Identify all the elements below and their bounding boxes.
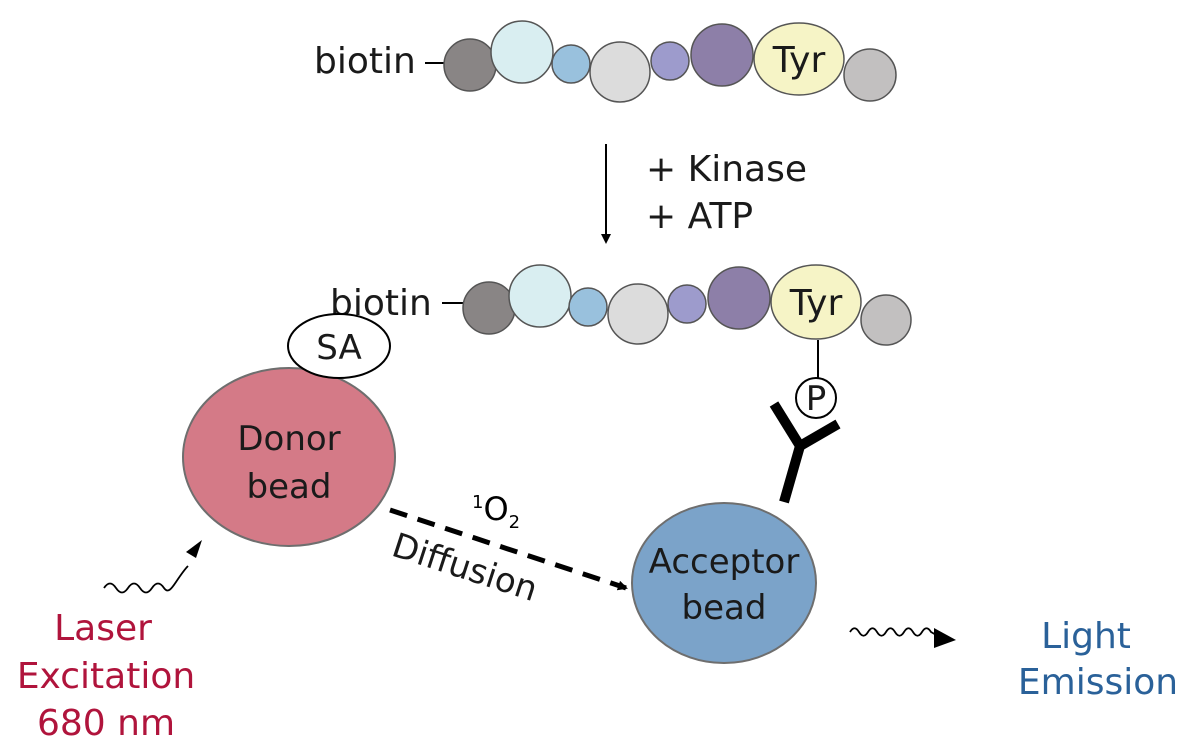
donor-bead-label-1: Donor xyxy=(237,419,340,459)
laser-label-2: Excitation xyxy=(17,656,195,697)
reaction-step: + Kinase + ATP xyxy=(601,144,807,244)
acceptor-bead-group: Acceptor bead xyxy=(631,502,817,664)
top-residue-4 xyxy=(589,41,651,103)
emission-arrowhead xyxy=(934,628,956,648)
top-residue-5 xyxy=(650,41,690,81)
diffusion-label: Diffusion xyxy=(387,526,542,610)
laser-label-1: Laser xyxy=(54,608,152,649)
top-residue-3 xyxy=(551,44,591,84)
streptavidin-label: SA xyxy=(316,328,361,368)
donor-bead xyxy=(182,367,396,547)
antibody-arm-left xyxy=(769,401,805,449)
singlet-oxygen-diffusion: 1O2 Diffusion xyxy=(387,490,628,610)
phosphate-circle xyxy=(795,377,837,419)
top-tyr-label: Tyr xyxy=(772,40,826,81)
top-residue-8 xyxy=(843,48,897,102)
bottom-peptide: biotin Tyr P xyxy=(330,264,912,419)
laser-excitation: Laser Excitation 680 nm xyxy=(17,540,202,744)
donor-bead-group: Donor bead xyxy=(182,367,396,547)
emission-wave xyxy=(849,627,939,637)
antibody-arm-right xyxy=(797,419,841,451)
singlet-oxygen-prefix: 1 xyxy=(472,492,483,513)
singlet-oxygen-subscript: 2 xyxy=(509,512,520,533)
emission-label-2: Emission xyxy=(1018,662,1178,703)
singlet-oxygen-label: 1O2 xyxy=(472,490,520,533)
laser-arrowhead xyxy=(186,540,202,558)
acceptor-bead-label-1: Acceptor xyxy=(649,542,800,582)
donor-bead-label-2: bead xyxy=(247,467,332,507)
top-biotin-label: biotin xyxy=(314,41,416,82)
top-residue-6 xyxy=(690,23,754,87)
phosphate-label: P xyxy=(806,379,827,419)
streptavidin-group: SA xyxy=(287,313,391,379)
bottom-residue-tyr xyxy=(770,264,862,340)
top-residue-tyr xyxy=(753,22,845,96)
bottom-residue-3 xyxy=(568,287,608,327)
emission-label-1: Light xyxy=(1041,616,1131,657)
top-peptide: biotin Tyr xyxy=(314,20,897,103)
singlet-oxygen-symbol: O xyxy=(483,490,508,528)
top-residue-1 xyxy=(443,38,497,92)
laser-label-3: 680 nm xyxy=(37,703,175,744)
reaction-kinase-label: + Kinase xyxy=(646,149,807,190)
diffusion-arrow xyxy=(389,507,628,591)
bottom-residue-1 xyxy=(462,281,516,335)
laser-wave xyxy=(103,565,189,594)
acceptor-bead xyxy=(631,502,817,664)
reaction-atp-label: + ATP xyxy=(646,196,753,237)
bottom-residue-2 xyxy=(508,264,572,328)
bottom-residue-4 xyxy=(607,283,669,345)
light-emission: Light Emission xyxy=(849,616,1178,703)
acceptor-bead-label-2: bead xyxy=(682,588,767,628)
antibody xyxy=(769,401,841,504)
top-residue-2 xyxy=(490,20,554,84)
bottom-residue-5 xyxy=(667,284,707,324)
streptavidin xyxy=(287,313,391,379)
antibody-stem xyxy=(779,444,805,504)
bottom-residue-6 xyxy=(707,266,771,330)
bottom-residue-8 xyxy=(860,294,912,346)
bottom-tyr-label: Tyr xyxy=(789,283,843,324)
